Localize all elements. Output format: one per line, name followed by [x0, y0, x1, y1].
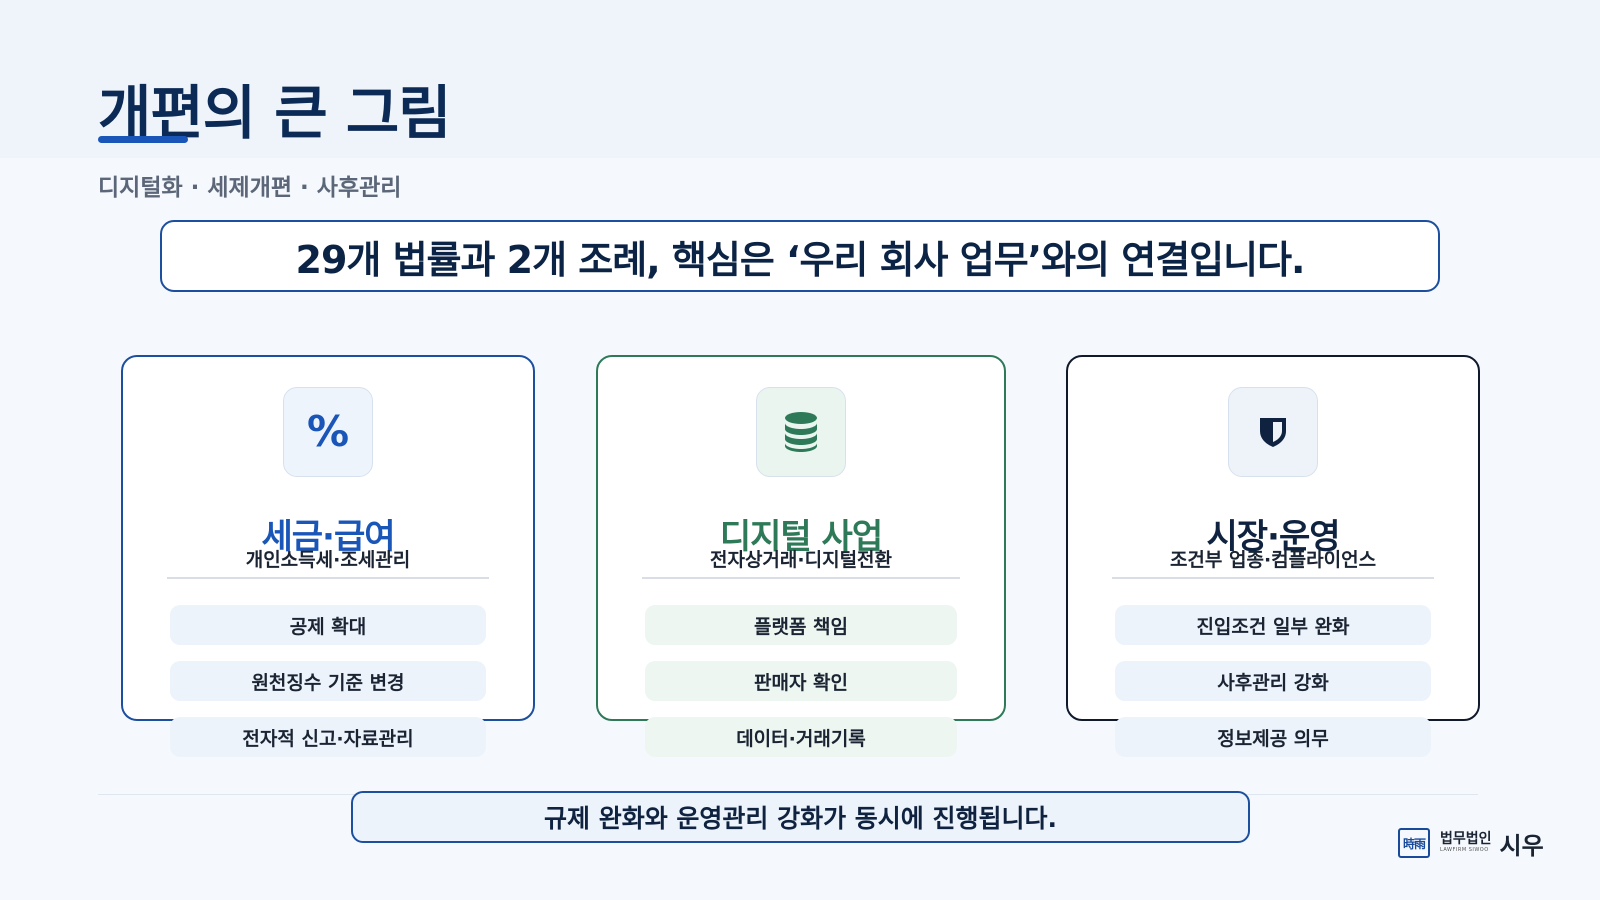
- page-subtitle: 디지털화 · 세제개편 · 사후관리: [98, 175, 402, 201]
- logo-name-en: LAWFIRM SIWOO: [1440, 847, 1489, 853]
- logo-name: 법무법인: [1440, 831, 1492, 847]
- firm-logo: 時雨 법무법인 LAWFIRM SIWOO 시우: [1398, 826, 1544, 860]
- title-underline: [98, 136, 188, 143]
- card-icon-tile: %: [283, 387, 373, 477]
- list-item: 진입조건 일부 완화: [1115, 605, 1431, 645]
- database-icon: [785, 412, 817, 452]
- headline-banner: 29개 법률과 2개 조례, 핵심은 ‘우리 회사 업무’와의 연결입니다.: [160, 220, 1440, 292]
- card-digital-business: 디지털 사업 전자상거래·디지털전환: [596, 355, 1006, 721]
- summary-text: 규제 완화와 운영관리 강화가 동시에 진행됩니다.: [543, 804, 1058, 833]
- card-icon-tile: [756, 387, 846, 477]
- list-item: 플랫폼 책임: [645, 605, 957, 645]
- card-tax-payroll: % 세금·급여 개인소득세·조세관리: [121, 355, 535, 721]
- card-title: 세금·급여: [261, 517, 395, 557]
- shield-icon: [1260, 418, 1286, 447]
- card-title: 시장·운영: [1206, 517, 1340, 557]
- list-item: 전자적 신고·자료관리: [170, 717, 486, 757]
- list-item: 원천징수 기준 변경: [170, 661, 486, 701]
- page-title: 개편의 큰 그림: [98, 79, 452, 147]
- percent-icon: %: [306, 407, 350, 456]
- logo-text: 법무법인 LAWFIRM SIWOO: [1440, 832, 1492, 854]
- card-subtitle: 전자상거래·디지털전환: [709, 549, 893, 571]
- list-item: 사후관리 강화: [1115, 661, 1431, 701]
- card-subtitle: 개인소득세·조세관리: [245, 549, 411, 571]
- list-item: 데이터·거래기록: [645, 717, 957, 757]
- logo-mark-icon: 時雨: [1398, 828, 1430, 858]
- headline-text: 29개 법률과 2개 조례, 핵심은 ‘우리 회사 업무’와의 연결입니다.: [295, 237, 1306, 282]
- card-divider: [1112, 577, 1434, 579]
- list-item: 정보제공 의무: [1115, 717, 1431, 757]
- logo-brand: 시우: [1499, 831, 1544, 860]
- card-divider: [167, 577, 489, 579]
- card-subtitle: 조건부 업종·컴플라이언스: [1169, 549, 1377, 571]
- list-item: 공제 확대: [170, 605, 486, 645]
- list-item: 판매자 확인: [645, 661, 957, 701]
- header-band: [0, 0, 1600, 158]
- card-divider: [642, 577, 960, 579]
- card-market-operations: 시장·운영 조건부 업종·컴플라이언스: [1066, 355, 1480, 721]
- card-icon-tile: [1228, 387, 1318, 477]
- card-title: 디지털 사업: [719, 517, 883, 557]
- summary-banner: 규제 완화와 운영관리 강화가 동시에 진행됩니다.: [351, 791, 1250, 843]
